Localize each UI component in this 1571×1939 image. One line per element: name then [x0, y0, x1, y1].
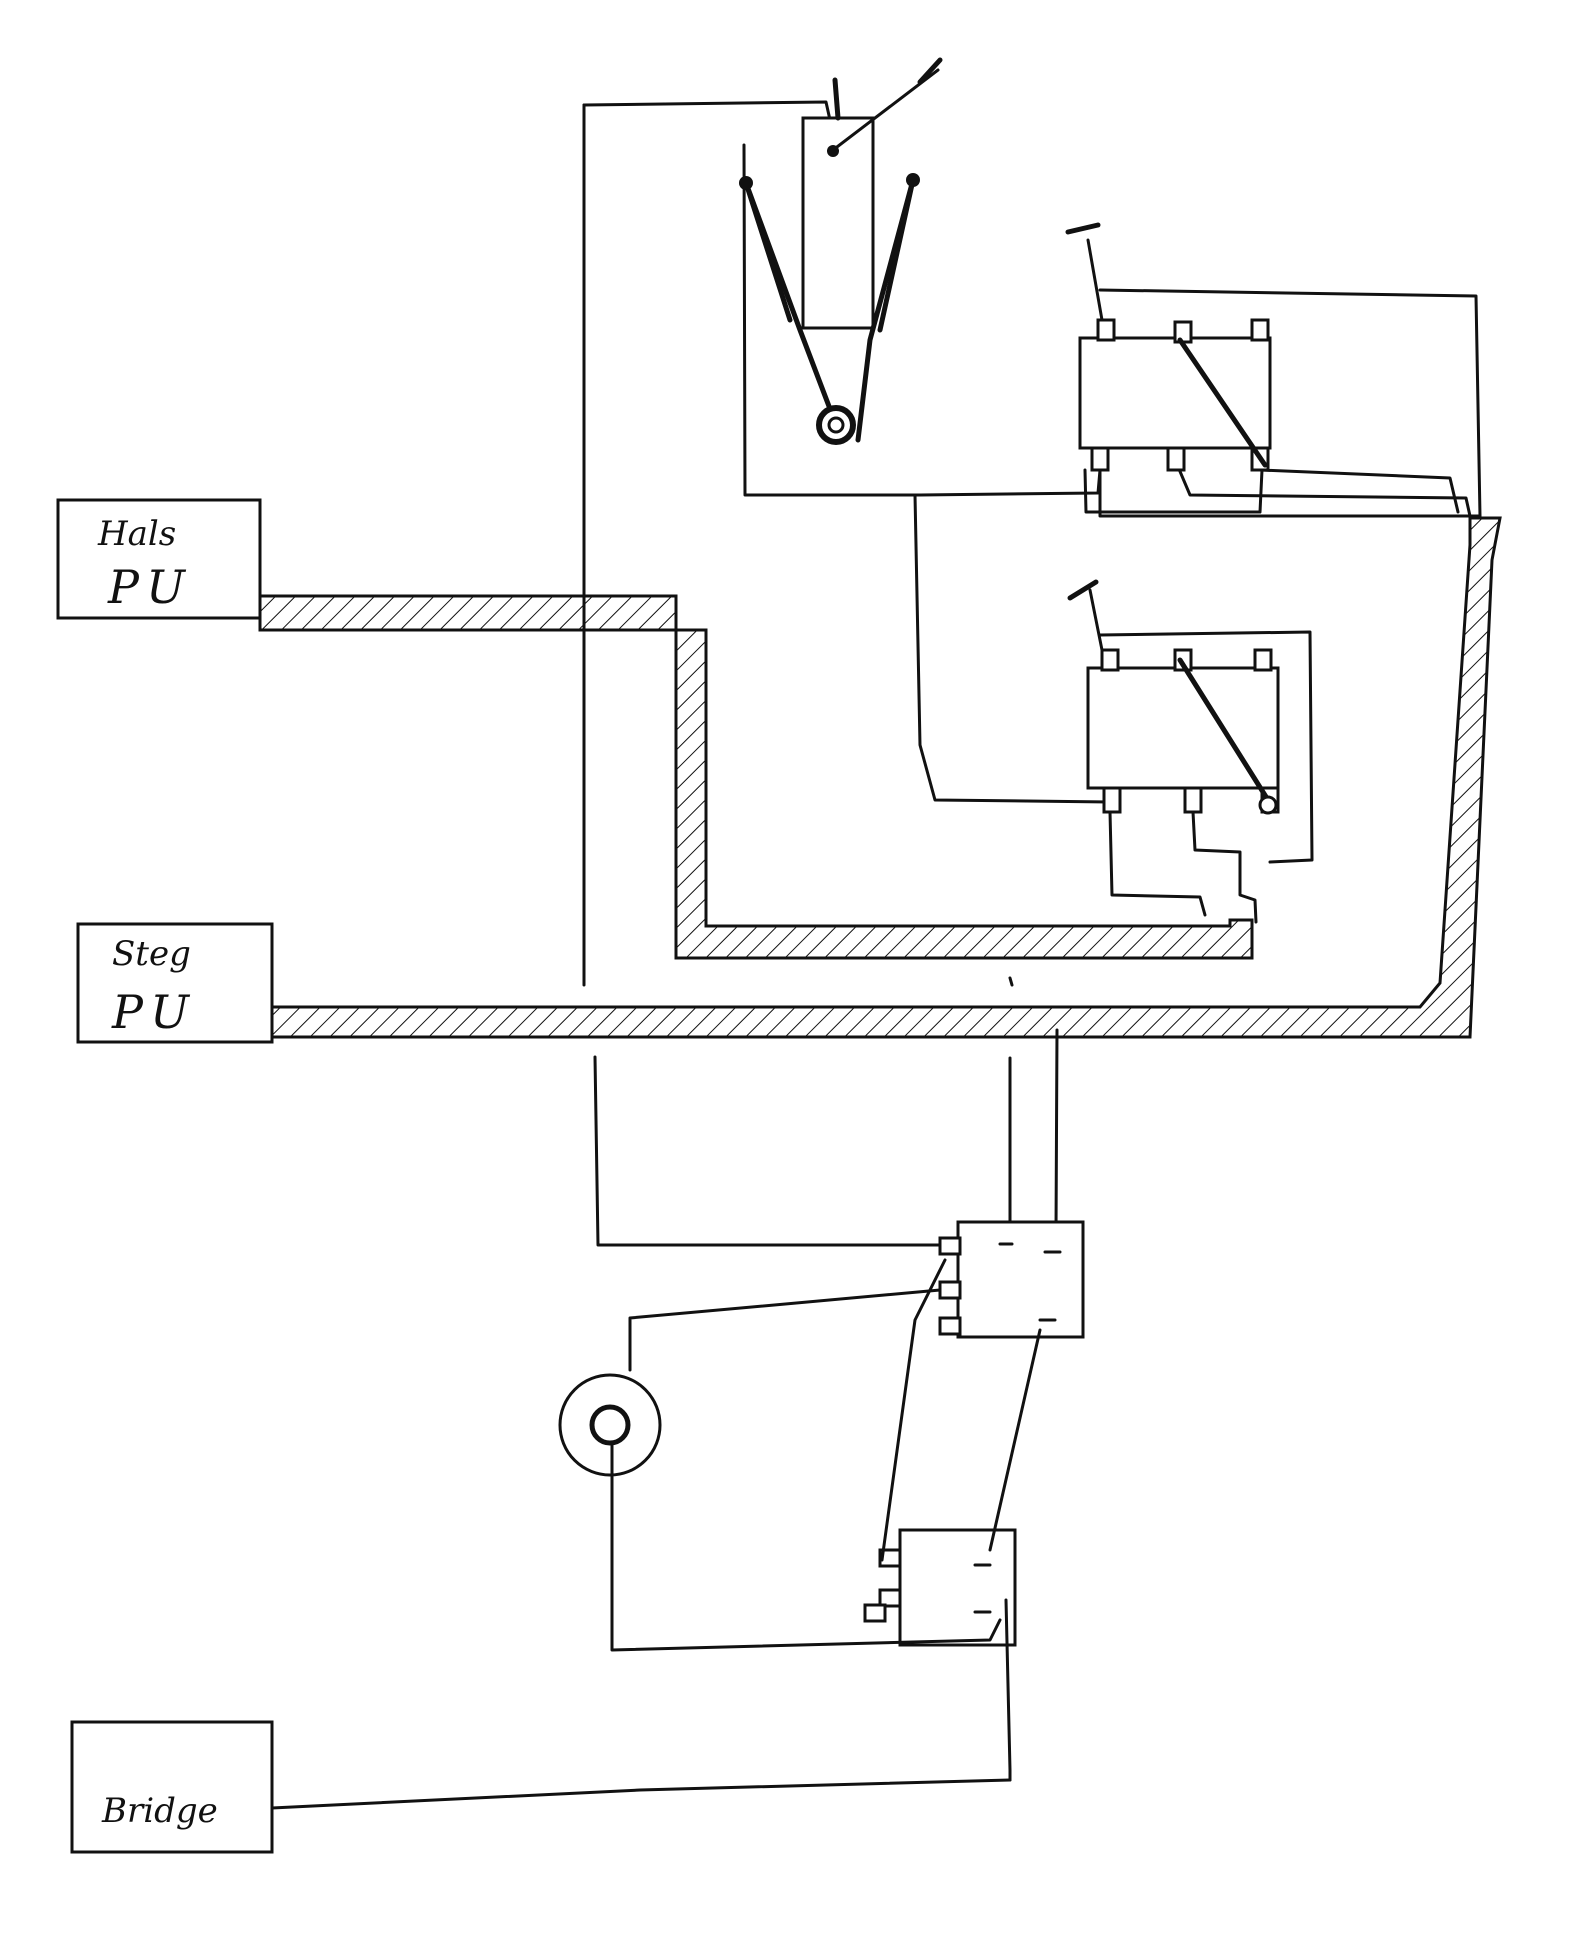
bridge-pickup-box: Steg PU [76, 922, 274, 1044]
jack-wiring [610, 1258, 1042, 1782]
bridge-ground-wire [270, 1778, 1012, 1810]
neck-pickup-box: Hals PU [56, 498, 262, 620]
lower-switch-block [863, 1528, 1017, 1647]
upper-switch-block [938, 1220, 1085, 1339]
neck-pickup-shielded-cable [258, 594, 1254, 960]
neck-pickup-label-2: PU [107, 560, 193, 614]
upper-potentiometer [1065, 222, 1272, 514]
bridge-box: Bridge [70, 1720, 274, 1854]
pickup-toggle-switch [739, 57, 943, 445]
main-wiring [582, 100, 1482, 1247]
bridge-label: Bridge [101, 1791, 218, 1831]
bridge-pickup-label-1: Steg [112, 934, 191, 974]
lower-potentiometer [1067, 579, 1314, 924]
output-jack [558, 1373, 662, 1477]
bridge-pickup-label-2: PU [111, 985, 197, 1039]
neck-pickup-label-1: Hals [97, 514, 176, 554]
bridge-pickup-shielded-cable [270, 516, 1502, 1039]
